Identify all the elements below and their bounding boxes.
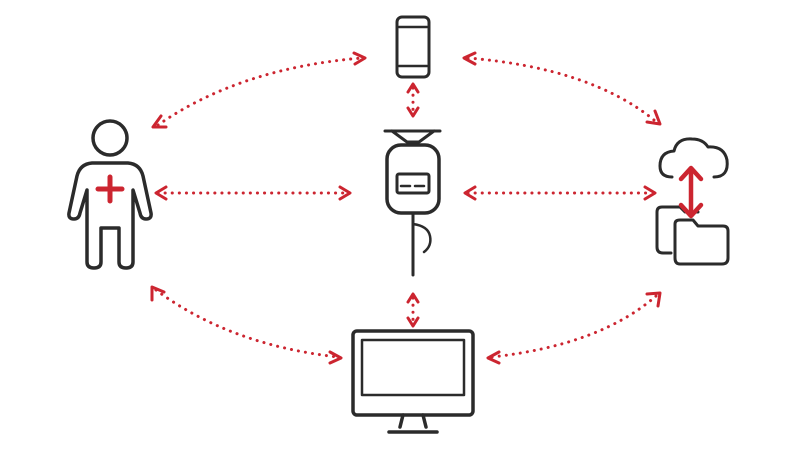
connections-layer — [150, 51, 662, 365]
connector-patient-monitor — [150, 285, 343, 365]
medical-cross-icon — [95, 174, 125, 204]
connector-patient-smartphone — [151, 51, 367, 129]
cloud-with-folders-icon — [655, 137, 730, 266]
desktop-monitor-icon — [351, 329, 475, 434]
connector-pump-monitor — [406, 292, 420, 328]
person-with-medical-cross-icon — [67, 119, 153, 270]
connector-smartphone-cloud — [462, 51, 662, 126]
connector-smartphone-pump — [406, 82, 420, 118]
connector-pump-cloud — [463, 185, 657, 201]
folder-back-icon — [655, 205, 700, 255]
smartphone-icon — [395, 15, 431, 79]
cloud-icon — [658, 137, 729, 179]
folder-front-icon — [673, 218, 730, 266]
sync-double-arrow-icon — [678, 165, 704, 219]
iv-infusion-pump-icon — [383, 129, 442, 277]
connector-patient-pump — [154, 185, 352, 201]
connector-monitor-cloud — [486, 291, 662, 365]
